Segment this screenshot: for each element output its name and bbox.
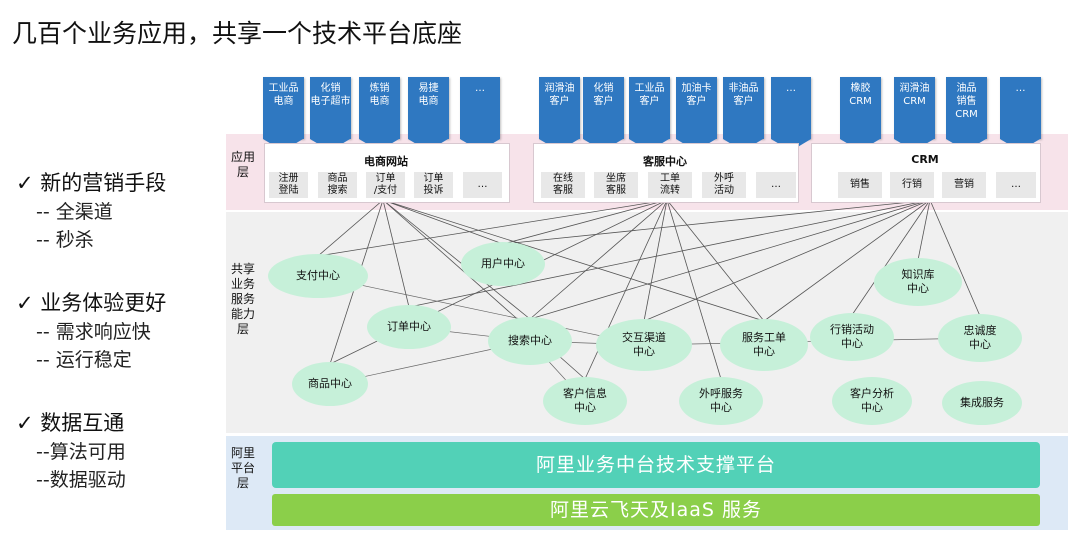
top-app-box: 油品 销售 CRM [946,77,987,139]
connector-line [382,199,504,245]
connector-line [666,199,722,380]
feature-chip: 营销 [942,172,986,198]
service-center-ellipse: 知识库 中心 [874,258,962,306]
bullet-group: ✓ 新的营销手段 -- 全渠道 -- 秒杀 [16,168,166,254]
connector-line [929,199,981,317]
feature-chip: … [996,172,1036,198]
top-app-box: … [460,77,500,139]
container-title: CRM [911,153,939,166]
bullet-subitem: -- 需求响应快 [36,321,151,343]
layer-label-app: 应用层 [230,150,255,179]
top-app-box: 润滑油 CRM [894,77,935,139]
connector-line [502,199,931,245]
bullet-subitem: --数据驱动 [36,469,126,491]
bullet-heading: ✓ 业务体验更好 [16,291,167,315]
bullet-heading: ✓ 数据互通 [16,411,125,435]
connector-line [529,199,668,320]
service-center-ellipse: 搜索中心 [488,317,572,365]
layer-label-shared: 共享业务服务能力层 [230,262,255,336]
connector-line [666,199,765,322]
bullet-subitem: -- 秒杀 [36,229,94,251]
bullet-group: ✓ 数据互通 --算法可用 --数据驱动 [16,408,126,494]
connector-line [502,199,668,245]
connector-line [408,199,931,308]
top-app-box: 化销 客户 [583,77,624,139]
page-title: 几百个业务应用，共享一个技术平台底座 [12,19,463,48]
feature-chip: 工单 流转 [648,172,692,198]
service-center-ellipse: 交互渠道 中心 [596,319,692,371]
connector-line [382,199,765,322]
service-center-ellipse: 客户信息 中心 [543,377,627,425]
feature-chip: 订单 /支付 [366,172,405,198]
connector-line [317,199,668,257]
container-title: 电商网站 [364,155,408,168]
feature-chip: 订单 投诉 [414,172,453,198]
top-app-box: 化销 电子超市 [310,77,351,139]
service-center-ellipse: 用户中心 [461,242,545,286]
connector-line [529,199,931,320]
connector-line [917,199,931,261]
service-center-ellipse: 支付中心 [268,254,368,298]
top-app-box: 润滑油 客户 [539,77,580,139]
bullet-subitem: -- 运行稳定 [36,349,132,371]
bullet-subitem: -- 全渠道 [36,201,113,223]
top-app-box: 非油品 客户 [723,77,764,139]
top-app-box: … [771,77,811,139]
service-center-ellipse: 客户分析 中心 [832,377,912,425]
connector-line [382,199,531,320]
feature-chip: 外呼 活动 [702,172,746,198]
feature-chip: 注册 登陆 [269,172,308,198]
bullet-subitem: --算法可用 [36,441,126,463]
top-app-box: 橡胶 CRM [840,77,881,139]
top-app-box: … [1000,77,1041,139]
middle-platform-bar: 阿里业务中台技术支撑平台 [272,442,1040,488]
feature-chip: 行销 [890,172,934,198]
connector-line [643,199,931,322]
top-app-box: 加油卡 客户 [676,77,717,139]
feature-chip: … [756,172,796,198]
top-app-box: 工业品 客户 [629,77,670,139]
service-center-ellipse: 行销活动 中心 [810,313,894,361]
feature-chip: 商品 搜索 [318,172,357,198]
connector-line [317,275,645,346]
service-center-ellipse: 忠诚度 中心 [938,314,1022,362]
feature-chip: … [463,172,502,198]
feature-chip: 坐席 客服 [594,172,638,198]
layer-label-base: 阿里平台层 [230,446,255,490]
service-center-ellipse: 服务工单 中心 [720,319,808,371]
service-center-ellipse: 外呼服务 中心 [679,377,763,425]
service-center-ellipse: 集成服务 [942,381,1022,425]
connector-line [851,199,931,316]
connector-line [317,199,384,257]
top-app-box: 工业品 电商 [263,77,304,139]
feature-chip: 在线 客服 [541,172,585,198]
top-app-box: 易捷 电商 [408,77,449,139]
iaas-bar: 阿里云飞天及IaaS 服务 [272,494,1040,526]
service-center-ellipse: 订单中心 [367,305,451,349]
bullet-heading: ✓ 新的营销手段 [16,171,167,195]
bullet-group: ✓ 业务体验更好 -- 需求响应快 -- 运行稳定 [16,288,166,374]
container-title: 客服中心 [643,155,687,168]
connector-line [763,199,931,322]
connector-line [643,199,668,322]
feature-chip: 销售 [838,172,882,198]
service-center-ellipse: 商品中心 [292,362,368,406]
connector-line [382,199,410,308]
top-app-box: 炼销 电商 [359,77,400,139]
